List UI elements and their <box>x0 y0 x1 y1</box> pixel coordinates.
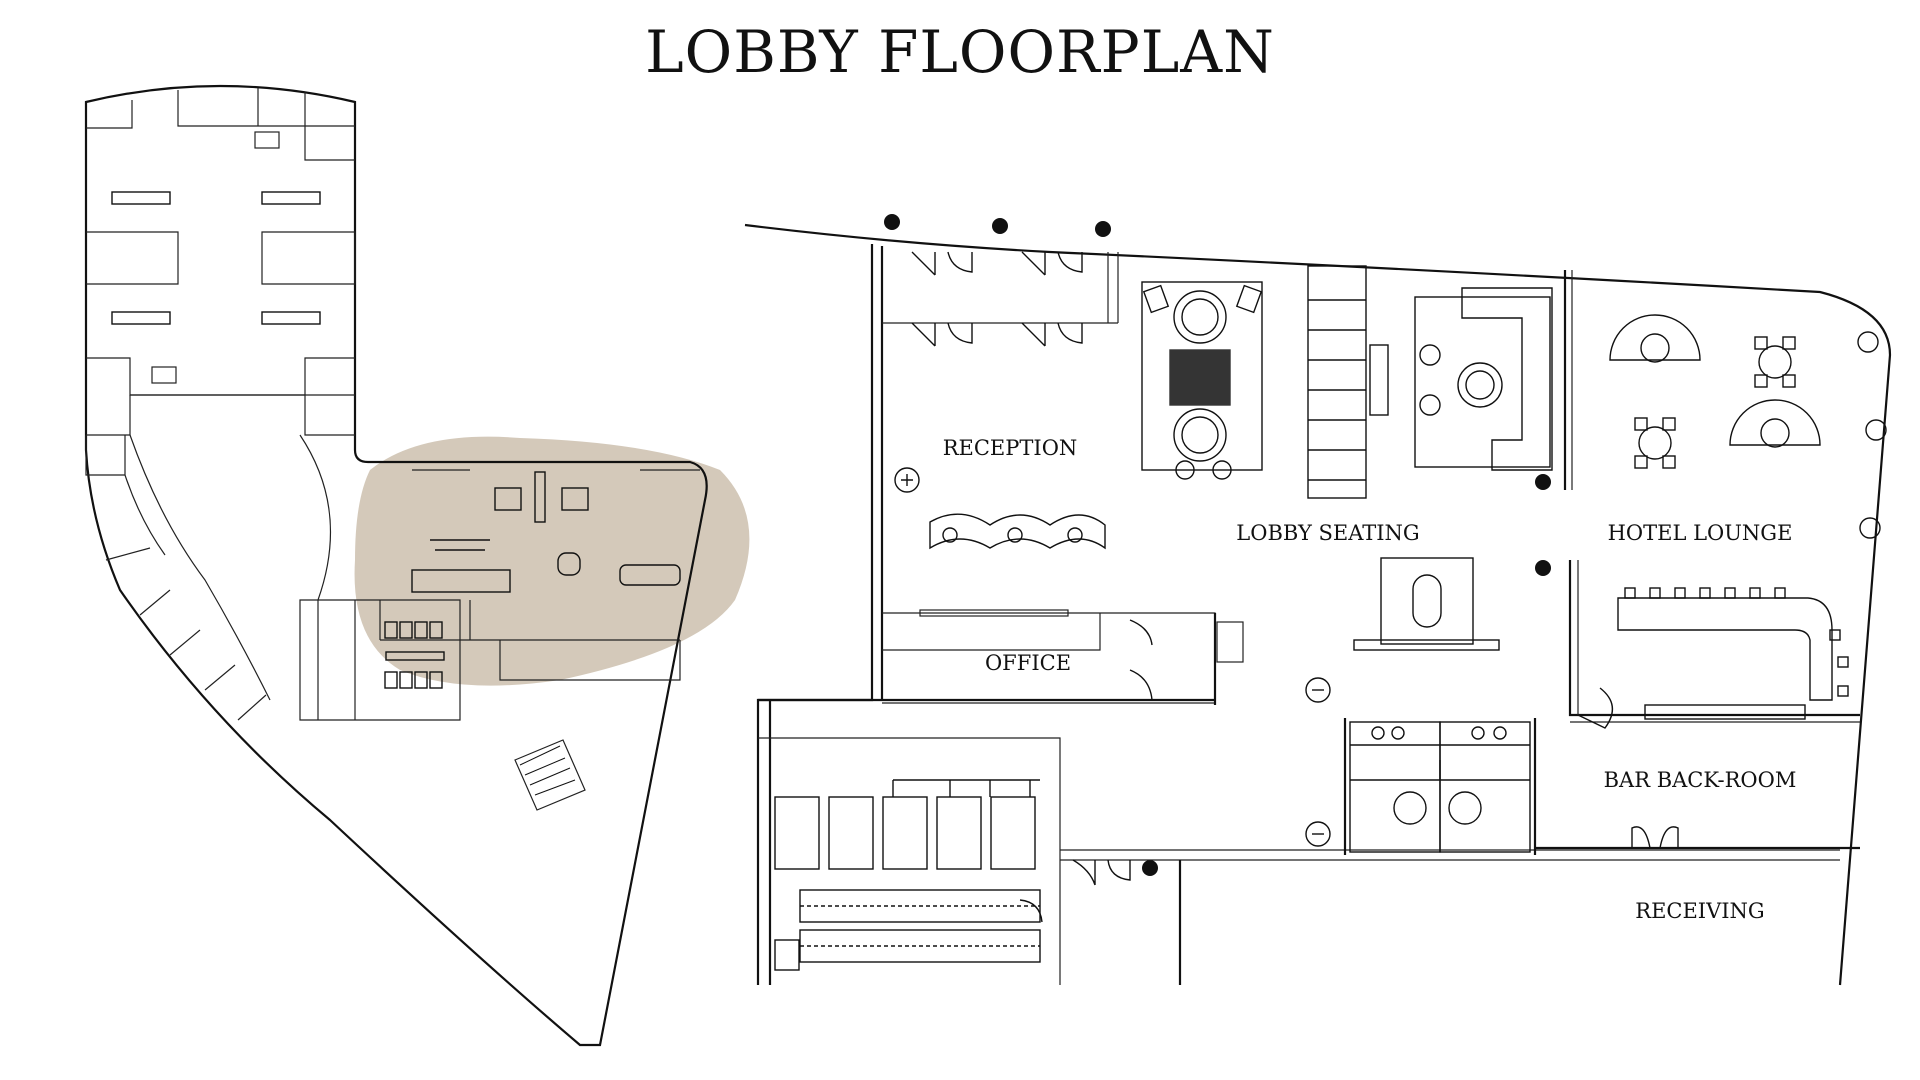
label-office: OFFICE <box>985 651 1071 675</box>
lobby-seating-group-1 <box>1141 281 1263 480</box>
label-bar-back-room: BAR BACK-ROOM <box>1604 768 1797 792</box>
site-overview-plan <box>84 84 750 1047</box>
label-lobby-seating: LOBBY SEATING <box>1236 521 1419 545</box>
storage-units <box>774 779 1043 971</box>
label-reception: RECEPTION <box>943 436 1078 460</box>
label-hotel-lounge: HOTEL LOUNGE <box>1608 521 1793 545</box>
bar-counter <box>1617 587 1849 720</box>
lobby-detail-plan <box>744 214 1892 986</box>
reception-desk <box>929 513 1106 550</box>
vestibule-doors <box>911 251 1083 347</box>
tree-icon <box>884 214 1551 876</box>
long-bench <box>1307 265 1389 499</box>
clock-icon <box>894 467 1331 847</box>
label-receiving: RECEIVING <box>1635 899 1764 923</box>
table-chair-set-icon <box>1609 314 1887 539</box>
site-outline <box>84 84 708 1047</box>
sofa-icon <box>1414 287 1553 471</box>
highlight-zone <box>354 436 750 686</box>
restroom-fixture-icon <box>1349 721 1531 853</box>
info-table <box>1353 557 1500 651</box>
page-title: LOBBY FLOORPLAN <box>645 18 1275 86</box>
